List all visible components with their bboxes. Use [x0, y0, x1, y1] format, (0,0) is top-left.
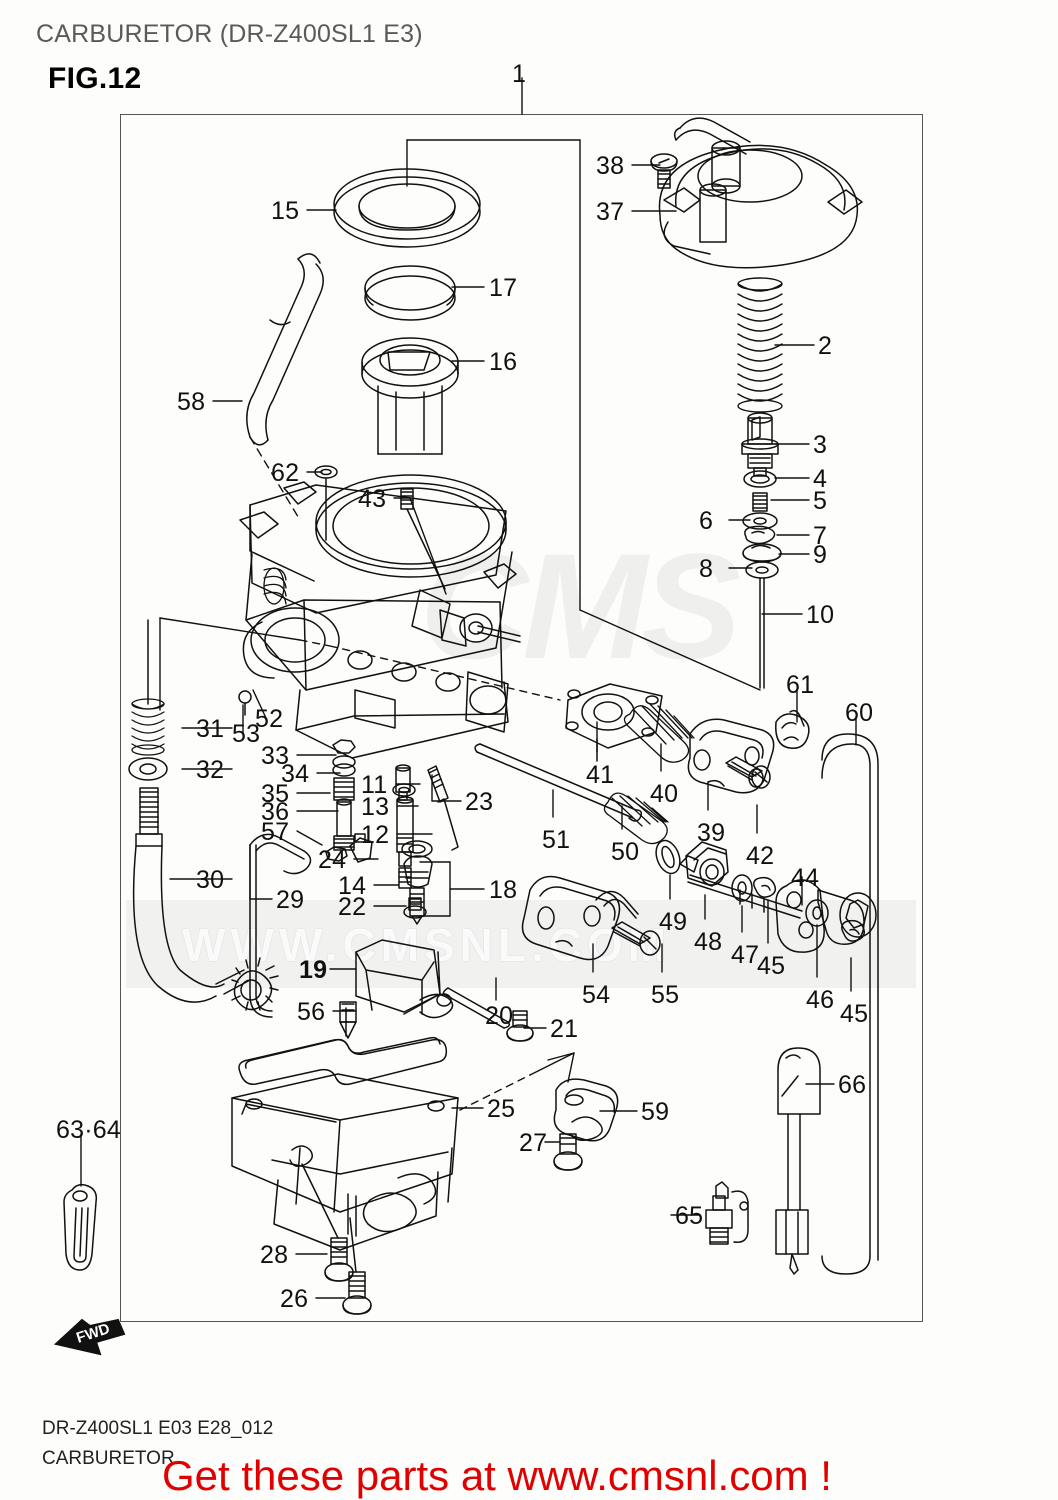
callout-11[interactable]: 11 — [361, 771, 388, 799]
page-title: CARBURETOR (DR-Z400SL1 E3) — [36, 20, 423, 48]
callout-32[interactable]: 32 — [196, 756, 225, 784]
callout-51[interactable]: 51 — [542, 826, 571, 854]
callout-31[interactable]: 31 — [196, 715, 225, 743]
callout-35[interactable]: 35 — [261, 780, 290, 808]
callout-7[interactable]: 7 — [813, 522, 828, 550]
callout-38[interactable]: 38 — [596, 152, 625, 180]
promo-text: Get these parts at www.cmsnl.com ! — [162, 1452, 832, 1499]
callout-21[interactable]: 21 — [550, 1015, 579, 1043]
callout-34[interactable]: 34 — [281, 760, 310, 788]
callout-57[interactable]: 57 — [261, 818, 290, 846]
figure-number: FIG.12 — [48, 62, 142, 95]
footer-section-name: CARBURETOR — [42, 1448, 175, 1469]
callout-33[interactable]: 33 — [261, 742, 290, 770]
callout-8[interactable]: 8 — [699, 555, 714, 583]
callout-16[interactable]: 16 — [489, 348, 518, 376]
callout-42[interactable]: 42 — [746, 842, 775, 870]
callout-41[interactable]: 41 — [586, 761, 615, 789]
callout-48[interactable]: 48 — [694, 928, 723, 956]
callout-63-64[interactable]: 63·64 — [56, 1116, 121, 1144]
callout-43[interactable]: 43 — [358, 485, 387, 513]
callout-9[interactable]: 9 — [813, 541, 828, 569]
callout-60[interactable]: 60 — [845, 699, 874, 727]
site-watermark: WWW.CMSNL.COM — [182, 919, 672, 971]
callout-3[interactable]: 3 — [813, 431, 828, 459]
callout-39[interactable]: 39 — [697, 819, 726, 847]
callout-47[interactable]: 47 — [731, 941, 760, 969]
callout-37[interactable]: 37 — [596, 198, 625, 226]
callout-15[interactable]: 15 — [271, 197, 300, 225]
callout-24[interactable]: 24 — [318, 846, 347, 874]
callout-40[interactable]: 40 — [650, 780, 679, 808]
callout-18[interactable]: 18 — [489, 876, 518, 904]
callout-22[interactable]: 22 — [338, 893, 367, 921]
callout-19[interactable]: 19 — [299, 956, 328, 984]
callout-27[interactable]: 27 — [519, 1129, 548, 1157]
footer-part-code: DR-Z400SL1 E03 E28_012 — [42, 1418, 274, 1439]
callout-59[interactable]: 59 — [641, 1098, 670, 1126]
callout-52[interactable]: 52 — [255, 705, 284, 733]
callout-10[interactable]: 10 — [806, 601, 835, 629]
callout-66[interactable]: 66 — [838, 1071, 867, 1099]
callout-58[interactable]: 58 — [177, 388, 206, 416]
callout-53[interactable]: 53 — [232, 720, 261, 748]
callout-46[interactable]: 46 — [806, 986, 835, 1014]
callout-29[interactable]: 29 — [276, 886, 305, 914]
callout-61[interactable]: 61 — [786, 671, 815, 699]
callout-26[interactable]: 26 — [280, 1285, 309, 1313]
callout-30[interactable]: 30 — [196, 866, 225, 894]
callout-25[interactable]: 25 — [487, 1095, 516, 1123]
callout-13[interactable]: 13 — [361, 793, 390, 821]
callout-5[interactable]: 5 — [813, 487, 828, 515]
fwd-orientation-marker: FWD — [52, 1310, 130, 1366]
callout-17[interactable]: 17 — [489, 274, 518, 302]
callout-65[interactable]: 65 — [675, 1202, 704, 1230]
callout-54[interactable]: 54 — [582, 981, 611, 1009]
callout-4[interactable]: 4 — [813, 465, 828, 493]
callout-45a[interactable]: 45 — [757, 952, 786, 980]
callout-14[interactable]: 14 — [338, 872, 367, 900]
callout-62[interactable]: 62 — [271, 459, 300, 487]
callout-45b[interactable]: 45 — [840, 1000, 869, 1028]
callout-56[interactable]: 56 — [297, 998, 326, 1026]
callout-2[interactable]: 2 — [818, 332, 833, 360]
callout-1[interactable]: 1 — [512, 60, 527, 88]
callout-28[interactable]: 28 — [260, 1241, 289, 1269]
part-63-64-tool — [63, 1183, 98, 1271]
callout-49[interactable]: 49 — [659, 908, 688, 936]
callout-12[interactable]: 12 — [361, 821, 390, 849]
callout-44[interactable]: 44 — [791, 864, 820, 892]
callout-20[interactable]: 20 — [485, 1002, 514, 1030]
callout-36[interactable]: 36 — [261, 798, 290, 826]
callout-50[interactable]: 50 — [611, 838, 640, 866]
cms-logo-watermark: CMS — [420, 522, 741, 690]
callout-23[interactable]: 23 — [465, 788, 494, 816]
callout-55[interactable]: 55 — [651, 981, 680, 1009]
callout-6[interactable]: 6 — [699, 507, 714, 535]
